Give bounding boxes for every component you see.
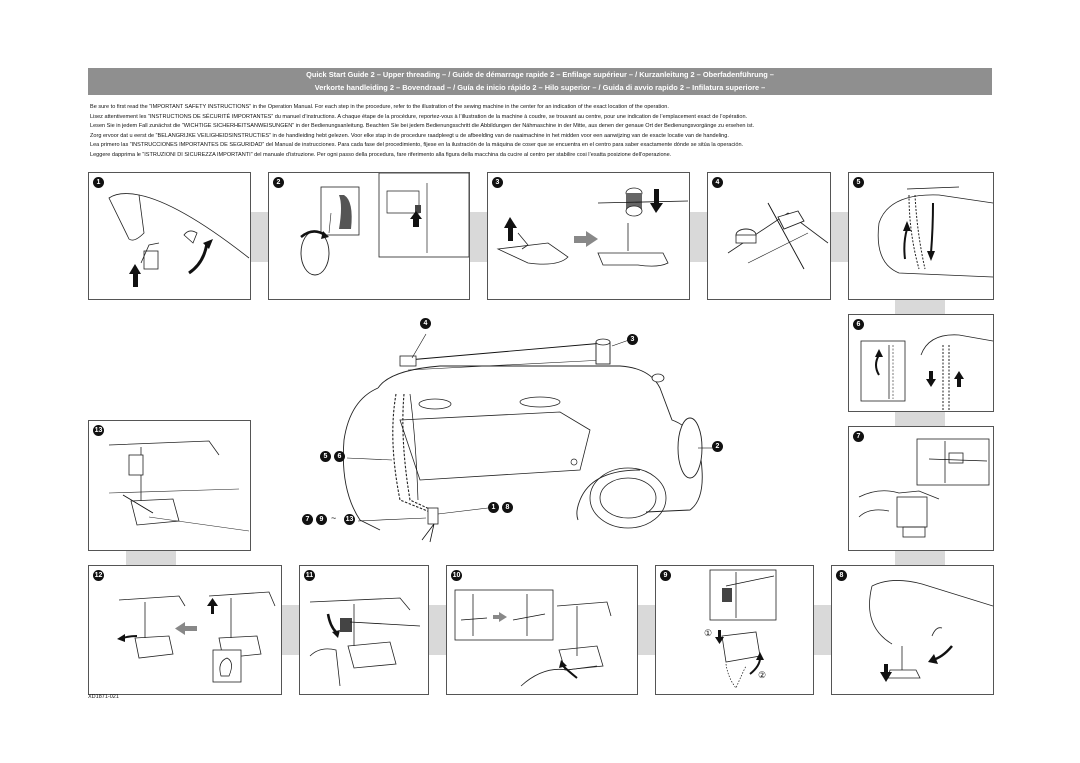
center-callout-4: 4	[420, 318, 431, 329]
step-11-illustration	[309, 597, 421, 687]
step-5-panel: 5	[848, 172, 994, 300]
step-10-illustration	[454, 589, 612, 687]
step-10-panel: 10	[446, 565, 638, 695]
center-callout-8: 8	[502, 502, 513, 513]
step-1-badge: 1	[93, 177, 104, 188]
connector-9-10	[637, 605, 655, 655]
step-8-badge: 8	[836, 570, 847, 581]
intro-text: Be sure to first read the “IMPORTANT SAF…	[90, 103, 995, 161]
step-3-panel: 3	[487, 172, 690, 300]
step-11-panel: 11	[299, 565, 429, 695]
step-11-badge: 11	[304, 570, 315, 581]
step-3-illustration	[496, 187, 689, 267]
step-10-badge: 10	[451, 570, 462, 581]
title-line-2: Verkorte handleiding 2 – Bovendraad – / …	[314, 82, 766, 92]
step-9-badge: 9	[660, 570, 671, 581]
connector-8-9	[813, 605, 831, 655]
step-2-badge: 2	[273, 177, 284, 188]
connector-6-7	[895, 411, 945, 426]
center-callout-13: 13	[344, 514, 355, 525]
step-3-badge: 3	[492, 177, 503, 188]
step-7-panel: 7	[848, 426, 994, 551]
connector-7-8	[895, 550, 945, 565]
step-1-illustration	[108, 193, 250, 287]
intro-it: Leggere dapprima le “ISTRUZIONI DI SICUR…	[90, 151, 672, 158]
step-9-sub-2: ②	[758, 670, 767, 680]
step-6-badge: 6	[853, 319, 864, 330]
step-6-illustration	[860, 334, 993, 411]
title-line-1: Quick Start Guide 2 – Upper threading – …	[306, 70, 774, 79]
center-callout-6: 6	[334, 451, 345, 462]
step-12-illustration	[117, 591, 276, 683]
step-9-sub-1: ①	[704, 628, 713, 638]
center-callout-5: 5	[320, 451, 331, 462]
step-7-badge: 7	[853, 431, 864, 442]
connector-11-12	[281, 605, 299, 655]
step-4-badge: 4	[712, 177, 723, 188]
step-13-illustration	[108, 440, 250, 532]
step-9-illustration	[709, 569, 777, 689]
center-callout-tilde: ~	[331, 513, 337, 523]
connector-13-12	[126, 550, 176, 565]
step-12-badge: 12	[93, 570, 104, 581]
center-callout-7: 7	[302, 514, 313, 525]
connector-2-3	[469, 212, 487, 262]
connector-3-4	[689, 212, 707, 262]
step-12-panel: 12	[88, 565, 282, 695]
step-5-illustration	[877, 186, 993, 278]
connector-1-2	[250, 212, 268, 262]
intro-fr: Lisez attentivement les “INSTRUCTIONS DE…	[90, 113, 748, 120]
step-8-illustration	[869, 580, 993, 682]
step-7-illustration	[858, 438, 990, 538]
center-callout-1: 1	[488, 502, 499, 513]
step-1-panel: 1	[88, 172, 251, 300]
connector-5-6	[895, 299, 945, 314]
step-8-panel: 8	[831, 565, 994, 695]
center-callout-9: 9	[316, 514, 327, 525]
step-2-panel: 2	[268, 172, 470, 300]
connector-10-11	[428, 605, 446, 655]
step-13-panel: 13	[88, 420, 251, 551]
step-13-badge: 13	[93, 425, 104, 436]
step-2-illustration	[300, 173, 469, 276]
step-6-panel: 6	[848, 314, 994, 412]
intro-de: Lesen Sie in jedem Fall zunächst die “WI…	[90, 123, 755, 130]
step-4-panel: 4	[707, 172, 831, 300]
intro-nl: Zorg ervoor dat u eerst de “BELANGRIJKE …	[90, 132, 729, 139]
title-banner: Quick Start Guide 2 – Upper threading – …	[88, 68, 992, 95]
intro-es: Lea primero las “INSTRUCCIONES IMPORTANT…	[90, 142, 744, 149]
step-4-illustration	[727, 202, 829, 270]
intro-en: Be sure to first read the “IMPORTANT SAF…	[90, 104, 669, 110]
center-callout-2: 2	[712, 441, 723, 452]
center-callout-3: 3	[627, 334, 638, 345]
step-5-badge: 5	[853, 177, 864, 188]
connector-4-5	[830, 212, 848, 262]
document-code: XD1871-021	[88, 694, 119, 700]
step-9-panel: ① ② 9	[655, 565, 814, 695]
